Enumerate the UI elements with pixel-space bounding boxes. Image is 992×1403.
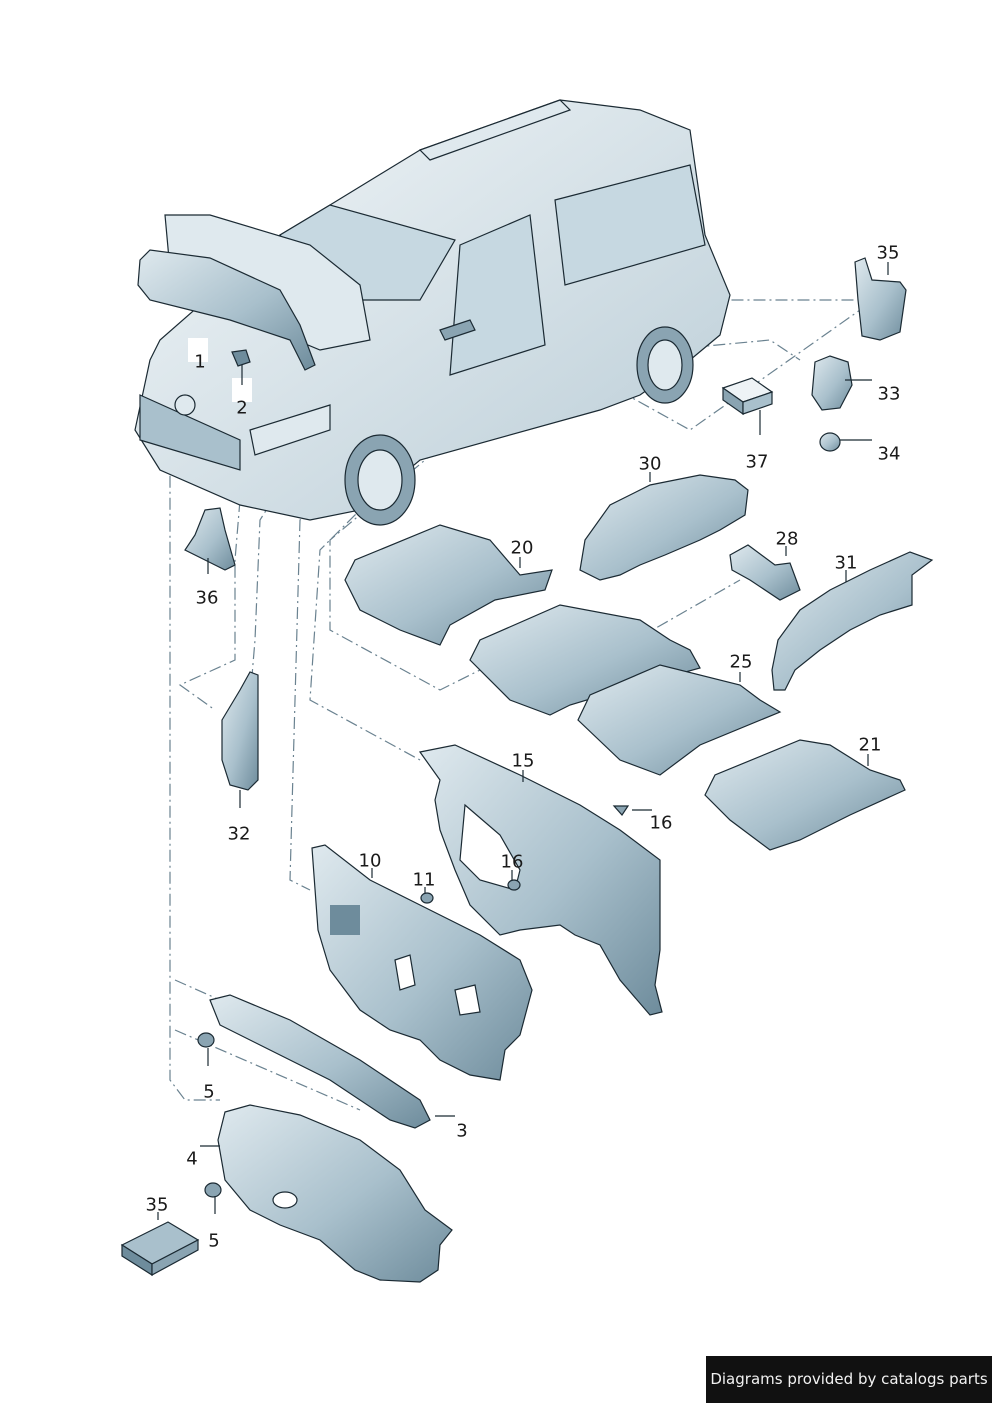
callout-label: 4: [186, 1148, 198, 1170]
part-21-floor-mat: [704, 739, 906, 851]
attribution-banner: Diagrams provided by catalogs parts: [706, 1356, 992, 1403]
part-11-clip: [420, 892, 434, 904]
callout-label: 37: [745, 451, 769, 473]
callout-label: 28: [775, 528, 799, 550]
callout-label: 3: [456, 1120, 468, 1142]
part-10-dash-insulation: [311, 844, 533, 1081]
callout-label: 35: [876, 242, 900, 264]
callout-label: 16: [649, 812, 673, 834]
part-33-cap: [811, 355, 853, 411]
part-4-lower-dash-insulation: [217, 1104, 453, 1283]
callout-label: 10: [358, 850, 382, 872]
callout-label: 33: [877, 383, 901, 405]
callout-label: 5: [203, 1081, 215, 1103]
callout-label: 32: [227, 823, 251, 845]
part-3-rail-insulation: [209, 994, 431, 1129]
callout-label: 1: [194, 351, 206, 373]
callout-label: 35: [145, 1194, 169, 1216]
part-36-bracket: [184, 507, 236, 571]
part-5-grommet-lower: [204, 1182, 222, 1198]
part-1-bonnet-insulation: [137, 249, 316, 402]
part-5-grommet-upper: [197, 1032, 215, 1048]
callout-label: 11: [412, 869, 436, 891]
part-16-clip: [507, 805, 630, 891]
part-28-block: [729, 544, 801, 601]
part-30-wheel-housing: [579, 474, 749, 581]
callout-label: 16: [500, 851, 524, 873]
part-35-pad: [120, 1221, 200, 1277]
part-middle-floor-mat: [469, 604, 701, 716]
callout-label: 2: [236, 397, 248, 419]
part-25-floor-mat: [577, 664, 782, 776]
callout-label: 36: [195, 587, 219, 609]
callout-ticks: [157, 262, 889, 1220]
callout-label: 25: [729, 651, 753, 673]
callout-label: 20: [510, 537, 534, 559]
callout-label: 15: [511, 750, 535, 772]
part-31-wheel-housing: [771, 551, 934, 691]
part-35-mudflap: [854, 257, 907, 341]
callout-label: 34: [877, 443, 901, 465]
callout-label: 21: [858, 734, 882, 756]
callout-label: 30: [638, 453, 662, 475]
callout-label: 31: [834, 552, 858, 574]
part-37-block: [721, 377, 774, 416]
part-20-floor-mat: [344, 524, 553, 646]
callout-label: 5: [208, 1230, 220, 1252]
vehicle-body: [134, 99, 731, 526]
part-32-sill-insulation: [221, 671, 259, 791]
part-34-grommet: [819, 432, 841, 452]
part-15-bulkhead-insulation: [418, 744, 663, 1016]
part-2-clip: [231, 349, 251, 367]
